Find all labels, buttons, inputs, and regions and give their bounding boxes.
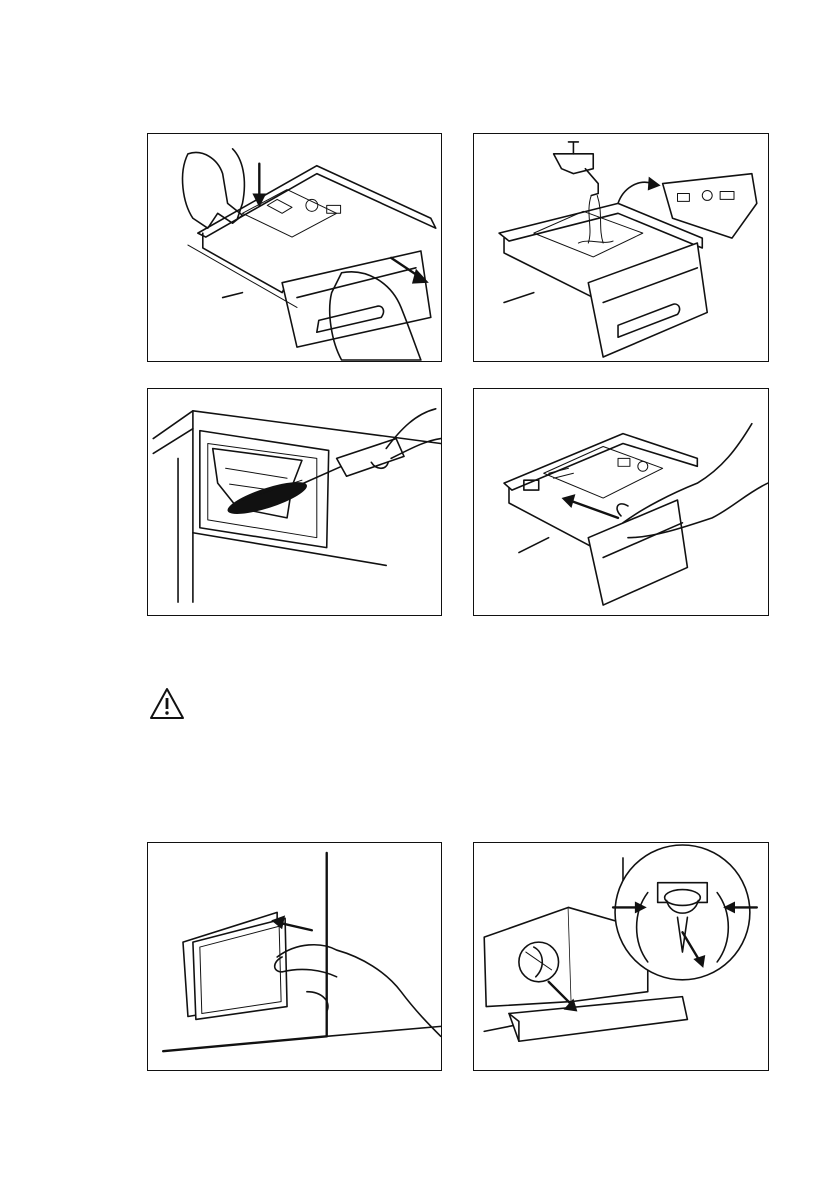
figure-dispenser-reinsert <box>473 388 769 616</box>
dispenser-drawer-rinse-illustration <box>474 134 768 361</box>
dispenser-recess-cleaning-brush-illustration <box>148 389 441 615</box>
figure-filter-drain-hose <box>473 842 769 1071</box>
filter-flap-open-illustration <box>148 843 441 1070</box>
emergency-drain-hose-illustration <box>474 843 768 1070</box>
figure-dispenser-press-release <box>147 133 442 362</box>
dispenser-drawer-remove-illustration <box>148 134 441 361</box>
warning-triangle-icon <box>148 686 186 722</box>
dispenser-drawer-insert-illustration <box>474 389 768 615</box>
figure-filter-door-open <box>147 842 442 1071</box>
figure-dispenser-recess-brush <box>147 388 442 616</box>
figure-dispenser-rinse-tap <box>473 133 769 362</box>
